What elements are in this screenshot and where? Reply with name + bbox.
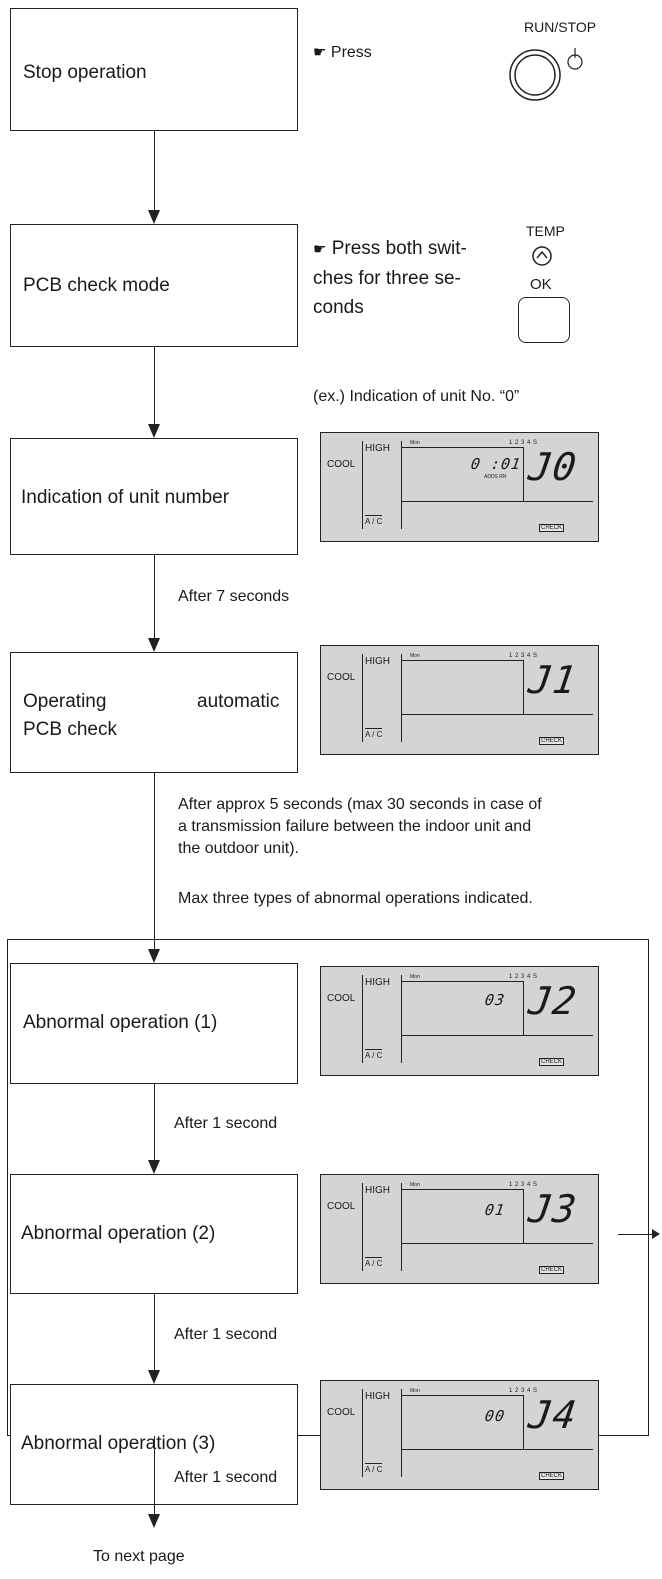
lcd-high: HIGH [365, 443, 390, 454]
connector-line [154, 347, 155, 425]
arrow-head [148, 1514, 160, 1528]
after-1-second: After 1 second [174, 1469, 278, 1486]
lcd-ac: A / C [365, 1049, 383, 1060]
arrow-head [148, 949, 160, 963]
lcd-high: HIGH [365, 1391, 390, 1402]
temp-label: TEMP [526, 223, 565, 239]
lcd-digits: 1 2 3 4 S [509, 974, 538, 980]
lcd-ac: A / C [365, 1463, 383, 1474]
step-label: Indication of unit number [21, 487, 230, 508]
lcd-high: HIGH [365, 656, 390, 667]
step-label-line2: PCB check [23, 719, 117, 740]
lcd-display-j0: COOL HIGH Mon 1 2 3 4 S 0 :01 ADDS RN J0… [320, 432, 599, 542]
step-abnormal-1: Abnormal operation (1) [10, 963, 298, 1084]
lcd-check: CHECK [539, 1266, 565, 1274]
step-pcb-check-mode: PCB check mode [10, 224, 298, 347]
lcd-cool: COOL [327, 1407, 356, 1418]
lcd-high: HIGH [365, 977, 390, 988]
connector-line [154, 555, 155, 639]
arrow-head [148, 1370, 160, 1384]
lcd-small-value: 03 [483, 991, 507, 1009]
lcd-check: CHECK [539, 524, 565, 532]
step-label: PCB check mode [23, 275, 170, 296]
lcd-mon: Mon [410, 1388, 420, 1394]
run-stop-button[interactable] [508, 44, 588, 108]
lcd-cool: COOL [327, 672, 356, 683]
pointing-hand-icon: ☛ [313, 44, 327, 61]
arrow-head [148, 210, 160, 224]
lcd-cool: COOL [327, 993, 356, 1004]
pointing-hand-icon: ☛ [313, 241, 327, 258]
lcd-mon: Mon [410, 653, 420, 659]
lcd-digits: 1 2 3 4 S [509, 440, 538, 446]
run-stop-label: RUN/STOP [524, 19, 597, 35]
lcd-digits: 1 2 3 4 S [509, 653, 538, 659]
arrow-head [148, 638, 160, 652]
lcd-check: CHECK [539, 1058, 565, 1066]
lcd-mon: Mon [410, 974, 420, 980]
step-stop-operation: Stop operation [10, 8, 298, 131]
after-approx-text: After approx 5 seconds (max 30 seconds i… [178, 796, 542, 857]
exit-arrow-head [652, 1229, 660, 1239]
lcd-small-value: 00 [483, 1407, 507, 1425]
lcd-display-j2: COOL HIGH Mon 1 2 3 4 S 03 J2 A / C CHEC… [320, 966, 599, 1076]
lcd-display-j4: COOL HIGH Mon 1 2 3 4 S 00 J4 A / C CHEC… [320, 1380, 599, 1490]
after-7-seconds: After 7 seconds [178, 588, 290, 605]
lcd-ac: A / C [365, 515, 383, 526]
lcd-big-code: J2 [525, 979, 580, 1023]
lcd-digits: 1 2 3 4 S [509, 1182, 538, 1188]
connector-line [154, 131, 155, 211]
lcd-adds-rn: ADDS RN [484, 474, 507, 480]
lcd-digits: 1 2 3 4 S [509, 1388, 538, 1394]
lcd-big-code: J0 [525, 445, 580, 489]
lcd-small-value: 01 [483, 1201, 507, 1219]
step-indication-unit-number: Indication of unit number [10, 438, 298, 555]
step-operating-automatic-pcb-check: Operating automatic PCB check [10, 652, 298, 773]
step-label: Abnormal operation (2) [21, 1223, 216, 1244]
example-note: (ex.) Indication of unit No. “0” [313, 388, 520, 405]
connector-line [154, 1436, 155, 1516]
connector-line [154, 773, 155, 950]
lcd-check: CHECK [539, 1472, 565, 1480]
lcd-display-j3: COOL HIGH Mon 1 2 3 4 S 01 J3 A / C CHEC… [320, 1174, 599, 1284]
after-1-second: After 1 second [174, 1326, 278, 1343]
ok-label: OK [530, 276, 552, 293]
connector-line [154, 1084, 155, 1161]
lcd-mon: Mon [410, 1182, 420, 1188]
temp-up-button-icon[interactable] [531, 245, 553, 267]
lcd-ac: A / C [365, 728, 383, 739]
step-label: Abnormal operation (1) [23, 1012, 218, 1033]
press-instruction: ☛ Press [313, 44, 372, 61]
lcd-mon: Mon [410, 440, 420, 446]
step-label-left: Operating [23, 691, 107, 712]
to-next-page: To next page [93, 1548, 185, 1565]
exit-line [618, 1234, 656, 1235]
arrow-head [148, 1160, 160, 1174]
arrow-head [148, 424, 160, 438]
lcd-cool: COOL [327, 1201, 356, 1212]
lcd-display-j1: COOL HIGH Mon 1 2 3 4 S J1 A / C CHECK [320, 645, 599, 755]
step-label: Abnormal operation (3) [21, 1433, 216, 1454]
ok-button[interactable] [518, 297, 570, 343]
lcd-big-code: J4 [525, 1393, 580, 1437]
lcd-small-value: 0 :01 [469, 455, 523, 473]
lcd-high: HIGH [365, 1185, 390, 1196]
connector-line [154, 1294, 155, 1371]
max-types-note: Max three types of abnormal operations i… [178, 890, 533, 907]
lcd-big-code: J3 [525, 1187, 580, 1231]
step-label: Stop operation [23, 62, 147, 83]
after-1-second: After 1 second [174, 1115, 278, 1132]
lcd-big-code: J1 [525, 658, 580, 702]
step-abnormal-2: Abnormal operation (2) [10, 1174, 298, 1294]
press-both-instruction: ☛ Press both swit- ches for three se- co… [313, 238, 467, 318]
lcd-cool: COOL [327, 459, 356, 470]
step-label-right: automatic [197, 691, 280, 712]
lcd-check: CHECK [539, 737, 565, 745]
lcd-ac: A / C [365, 1257, 383, 1268]
